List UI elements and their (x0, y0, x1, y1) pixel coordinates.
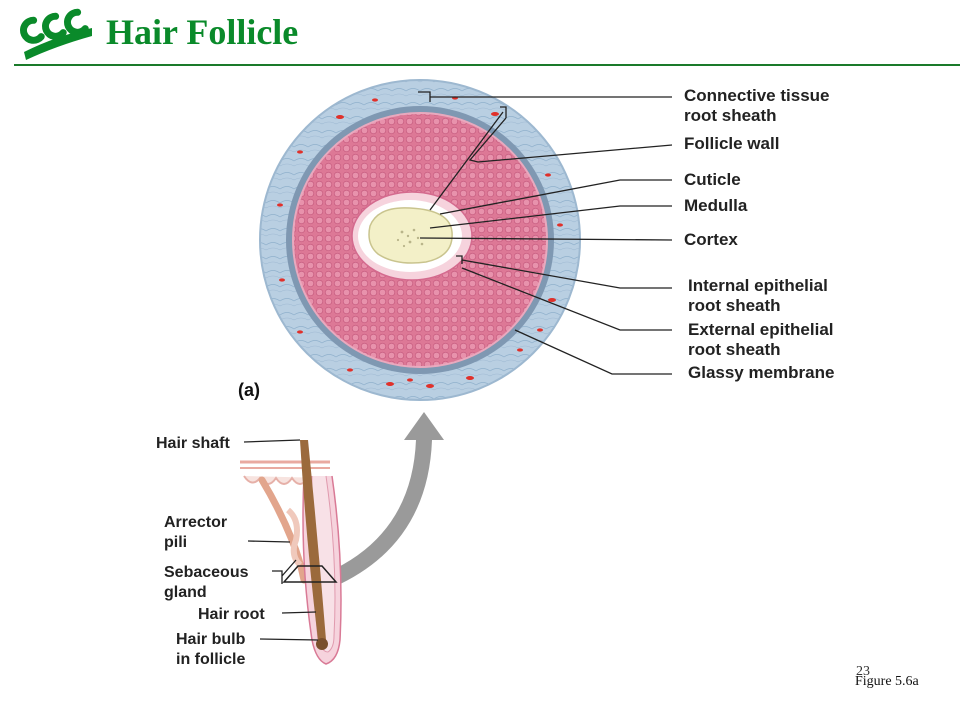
label-connective-tissue: Connective tissue (684, 86, 830, 105)
ccc-logo-icon (20, 8, 92, 60)
label-cuticle: Cuticle (684, 170, 741, 189)
title-divider (14, 64, 960, 66)
label-hair-bulb: Hair bulb (176, 631, 246, 648)
label-sebaceous-gland: gland (164, 584, 207, 601)
label-arrector-pili: pili (164, 534, 187, 551)
label-hair-root: Hair root (198, 606, 265, 623)
longitudinal-labels: Hair shaft Arrector pili Sebaceous gland… (156, 435, 265, 668)
label-internal-epithelial: Internal epithelial (688, 276, 828, 295)
label-external-epithelial-2: root sheath (688, 340, 781, 359)
label-medulla: Medulla (684, 196, 748, 215)
cross-section-leader-lines (418, 91, 673, 375)
label-arrector: Arrector (164, 514, 227, 531)
panel-label: (a) (238, 380, 260, 400)
label-internal-epithelial-2: root sheath (688, 296, 781, 315)
label-sebaceous: Sebaceous (164, 564, 249, 581)
cross-section-labels: Connective tissue root sheath Follicle w… (684, 86, 834, 382)
longitudinal-leader-lines (243, 439, 319, 641)
label-connective-tissue-2: root sheath (684, 106, 777, 125)
label-hair-shaft: Hair shaft (156, 435, 230, 452)
follicle-cross-section (259, 79, 581, 401)
page-number: 23 (856, 664, 870, 679)
label-cortex: Cortex (684, 230, 738, 249)
label-glassy-membrane: Glassy membrane (688, 363, 834, 382)
label-follicle-wall: Follicle wall (684, 134, 779, 153)
label-hair-bulb-2: in follicle (176, 651, 245, 668)
page-title: Hair Follicle (106, 12, 299, 52)
label-external-epithelial: External epithelial (688, 320, 834, 339)
magnify-arrow-icon (322, 412, 444, 588)
longitudinal-follicle (240, 440, 342, 665)
figure-reference: Figure 5.6a (855, 674, 919, 689)
